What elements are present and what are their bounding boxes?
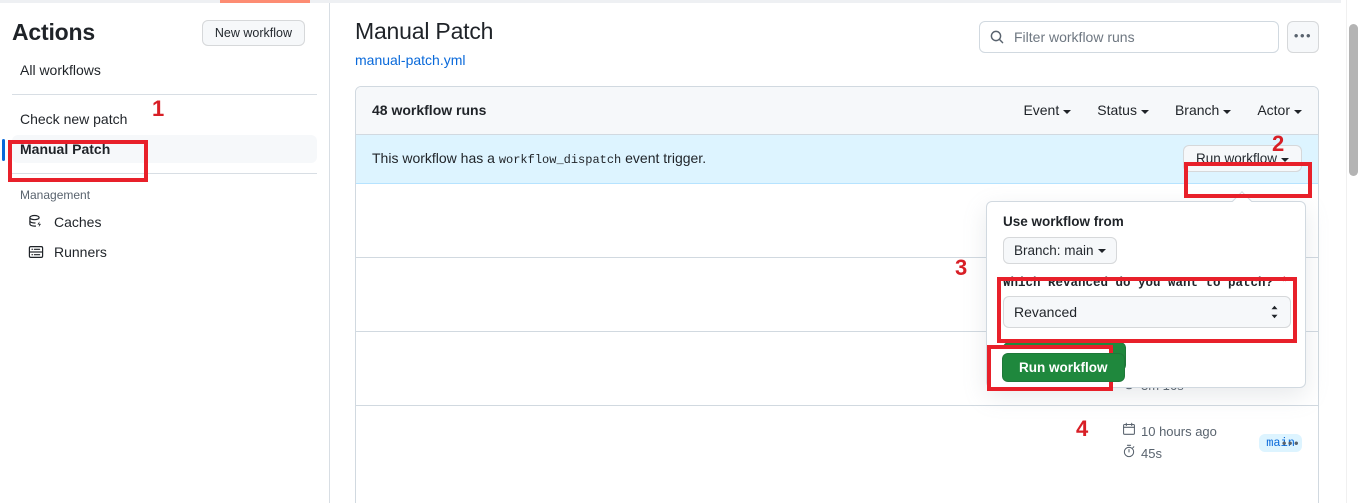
- annotation-number-4: 4: [1076, 416, 1089, 441]
- workflow-nav-list-2: Check new patch Manual Patch: [0, 105, 329, 163]
- sidebar-item-label: Manual Patch: [20, 141, 111, 157]
- sidebar-item-manual-patch[interactable]: Manual Patch: [2, 135, 317, 163]
- dispatch-event-code: workflow_dispatch: [498, 153, 622, 168]
- sidebar-title: Actions: [12, 19, 95, 45]
- patch-target-selected-value: Revanced: [1014, 304, 1078, 320]
- branch-select-button[interactable]: Branch: main: [1003, 237, 1117, 264]
- search-icon: [989, 29, 1005, 50]
- calendar-icon: [1122, 421, 1136, 443]
- workflow-nav-list: All workflows: [0, 56, 329, 84]
- workflow-dispatch-banner: This workflow has a workflow_dispatch ev…: [356, 134, 1318, 184]
- patch-target-select[interactable]: Revanced: [1003, 296, 1291, 328]
- sidebar-item-label: Runners: [54, 244, 107, 260]
- table-row[interactable]: main 10 hours ago: [356, 406, 1318, 480]
- management-nav-list: Caches Runners: [0, 208, 329, 266]
- branch-badge[interactable]: main: [1259, 433, 1302, 452]
- page-loading-track: [0, 0, 1341, 3]
- runs-toolbar: 48 workflow runs Event Status Branch Act…: [356, 86, 1318, 135]
- filter-event[interactable]: Event: [1023, 102, 1072, 119]
- page-scrollbar-track[interactable]: [1346, 0, 1361, 503]
- runs-filters: Event Status Branch Actor: [1023, 102, 1302, 118]
- sidebar-item-caches[interactable]: Caches: [20, 208, 317, 236]
- filter-branch[interactable]: Branch: [1174, 102, 1232, 119]
- sidebar-item-all-workflows[interactable]: All workflows: [12, 56, 317, 84]
- chevron-down-icon: [1294, 109, 1302, 114]
- header-kebab-menu-button[interactable]: •••: [1287, 21, 1319, 53]
- annotation-number-3: 3: [955, 255, 968, 280]
- search-input[interactable]: [1012, 28, 1262, 46]
- page-scrollbar-thumb[interactable]: [1349, 24, 1358, 176]
- submit-run-workflow-button-overlay[interactable]: Run workflow: [1002, 353, 1125, 382]
- sidebar-header: Actions New workflow: [0, 3, 329, 56]
- run-duration-label: 45s: [1141, 445, 1162, 461]
- patch-target-label-text: Which Revanced do you want to patch?: [1003, 276, 1274, 290]
- workflow-runs-count: 48 workflow runs: [372, 102, 487, 119]
- sidebar-item-check-new-patch[interactable]: Check new patch: [12, 105, 317, 133]
- run-meta-cell: 10 hours ago 45s: [1122, 421, 1252, 465]
- sidebar-item-label: Caches: [54, 214, 102, 230]
- chevron-down-icon: [1063, 109, 1072, 114]
- chevron-down-icon: [1223, 109, 1232, 114]
- sidebar-item-runners[interactable]: Runners: [20, 238, 317, 266]
- page-title: Manual Patch: [355, 18, 494, 44]
- run-workflow-dropdown-label: Run workflow: [1195, 151, 1277, 167]
- cache-icon: [28, 214, 46, 230]
- header-actions: •••: [979, 17, 1319, 53]
- chevron-down-icon: [1281, 157, 1289, 162]
- sidebar-item-label: All workflows: [20, 62, 101, 78]
- sidebar-divider-2: [12, 173, 317, 174]
- filter-event-label: Event: [1023, 102, 1060, 119]
- filter-actor-label: Actor: [1257, 102, 1290, 119]
- row-kebab-menu-button[interactable]: •••: [1281, 435, 1300, 451]
- use-workflow-from-label: Use workflow from: [1003, 214, 1124, 229]
- filter-branch-label: Branch: [1174, 102, 1220, 119]
- page-loading-bar: [220, 0, 310, 3]
- chevron-down-icon: [1097, 248, 1106, 253]
- filter-runs-search-box[interactable]: [979, 21, 1279, 53]
- new-workflow-button[interactable]: New workflow: [201, 19, 305, 46]
- run-date-label: 10 hours ago: [1141, 423, 1217, 439]
- actions-sidebar: Actions New workflow All workflows Check…: [0, 3, 330, 503]
- page-heading-group: Manual Patch manual-patch.yml: [355, 17, 493, 70]
- branch-select-label: Branch: main: [1014, 243, 1094, 258]
- sidebar-divider-1: [12, 94, 317, 95]
- sidebar-section-management: Management: [20, 188, 91, 202]
- select-stepper-icon: [1269, 304, 1280, 320]
- stopwatch-icon: [1122, 443, 1136, 465]
- dispatch-text-before: This workflow has a: [372, 150, 495, 167]
- filter-status[interactable]: Status: [1097, 102, 1149, 118]
- dispatch-banner-text: This workflow has a workflow_dispatch ev…: [372, 150, 706, 167]
- run-workflow-dropdown-button[interactable]: Run workflow: [1182, 145, 1302, 173]
- annotation-number-1: 1: [152, 96, 165, 121]
- filter-status-label: Status: [1097, 102, 1137, 119]
- workflow-file-link[interactable]: manual-patch.yml: [355, 51, 466, 68]
- required-asterisk: *: [1280, 276, 1289, 290]
- annotation-number-2: 2: [1272, 131, 1285, 156]
- sidebar-item-label: Check new patch: [20, 111, 128, 127]
- main-header: Manual Patch manual-patch.yml •••: [331, 3, 1341, 70]
- dispatch-text-after: event trigger.: [625, 150, 707, 167]
- run-duration: 45s: [1122, 443, 1252, 465]
- filter-actor[interactable]: Actor: [1257, 102, 1302, 118]
- run-date: 10 hours ago: [1122, 421, 1252, 443]
- chevron-down-icon: [1140, 109, 1149, 114]
- patch-target-field-label: Which Revanced do you want to patch? *: [1003, 276, 1289, 290]
- workflow-file-link-wrap: manual-patch.yml: [355, 52, 493, 70]
- runners-icon: [28, 244, 46, 260]
